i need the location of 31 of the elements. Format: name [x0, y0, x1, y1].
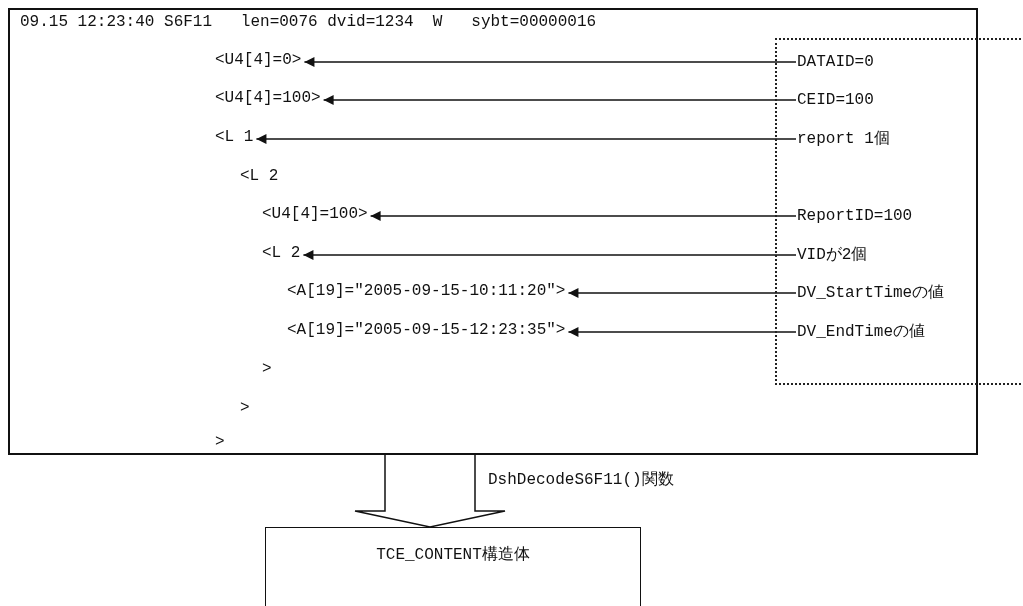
leader-line	[322, 95, 797, 105]
leader-line	[302, 250, 797, 260]
code-line: <A[19]="2005-09-15-12:23:35">	[287, 320, 566, 340]
code-line: <U4[4]=100>	[262, 204, 368, 224]
leader-line	[303, 57, 797, 67]
annotation-text: DATAID=0	[797, 52, 874, 72]
annotation-text: ReportID=100	[797, 206, 913, 226]
code-line: <L 2	[240, 166, 279, 186]
annotation-text: VIDが2個	[797, 245, 868, 265]
log-header: 09.15 12:23:40 S6F11 len=0076 dvid=1234 W sybt=00000016	[20, 12, 597, 32]
annotation-text: CEID=100	[797, 90, 874, 110]
leader-line	[567, 288, 797, 298]
leader-line	[567, 327, 797, 337]
annotation-text: DV_StartTimeの値	[797, 283, 945, 303]
annotation-text: DV_EndTimeの値	[797, 322, 925, 342]
block-arrow	[354, 454, 506, 528]
code-line: >	[240, 398, 250, 418]
code-line: <U4[4]=0>	[215, 50, 302, 70]
edge-label: DshDecodeS6F11()関数	[488, 470, 674, 490]
code-line: >	[215, 432, 225, 452]
code-line: <L 2	[262, 243, 301, 263]
code-line: >	[262, 359, 272, 379]
log-box	[8, 8, 978, 455]
code-line: <L 1	[215, 127, 254, 147]
leader-line	[369, 211, 797, 221]
code-line: <A[19]="2005-09-15-10:11:20">	[287, 281, 566, 301]
code-line: <U4[4]=100>	[215, 88, 321, 108]
struct-box: TCE_CONTENT構造体	[265, 527, 641, 606]
leader-line	[255, 134, 797, 144]
annotation-text: report 1個	[797, 129, 890, 149]
annotation-area	[775, 38, 1021, 385]
